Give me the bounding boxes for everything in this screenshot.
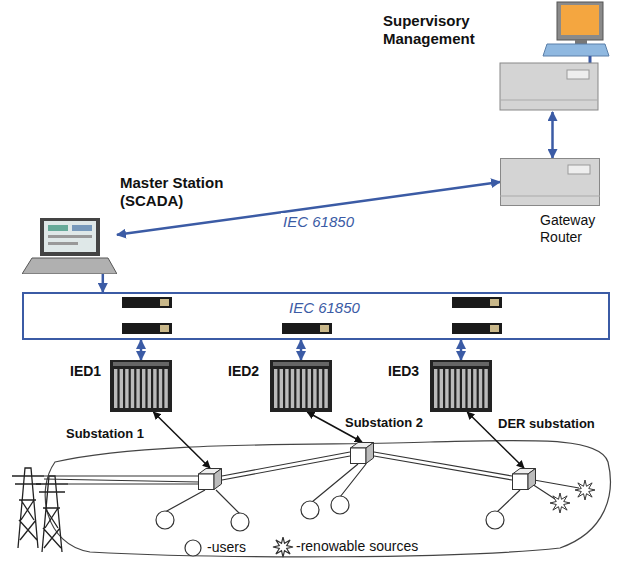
connector — [551, 112, 554, 158]
ied-rack: IED1 — [110, 360, 172, 412]
node-label: DER substation — [498, 415, 595, 433]
icon — [430, 360, 492, 412]
icon — [512, 468, 536, 490]
icon — [22, 218, 117, 274]
node-label: Gateway Router — [540, 212, 602, 246]
connector — [102, 274, 105, 292]
node-label: Master Station (SCADA) — [120, 174, 250, 210]
icon — [350, 442, 374, 464]
connector — [460, 340, 463, 360]
ied-rack: IED2 — [270, 360, 332, 412]
grid-region — [45, 441, 610, 557]
user-circles — [156, 496, 504, 531]
substation-cube: DER substation — [512, 468, 536, 490]
substation-cube: Substation 1 — [198, 468, 222, 490]
edge-label: IEC 61850 — [281, 213, 356, 231]
node-label: IEC 61850 — [289, 299, 360, 317]
substation-cube: Substation 2 — [350, 442, 374, 464]
legend-text: -users — [207, 539, 246, 555]
connector — [300, 340, 303, 360]
node-label: IED3 — [388, 362, 419, 380]
icon — [495, 0, 610, 112]
icon — [500, 158, 600, 206]
node-label: Supervisory Management — [383, 12, 491, 48]
scada-station: Master Station (SCADA) — [22, 218, 117, 274]
gateway-router: Gateway Router — [500, 158, 600, 206]
node-label: IED1 — [70, 362, 101, 380]
power-pylons — [12, 468, 68, 552]
renewable-stars — [550, 480, 595, 513]
ied-rack: IED3 — [430, 360, 492, 412]
connector — [153, 412, 210, 468]
icon — [110, 360, 172, 412]
node-label: IED2 — [228, 362, 259, 380]
node-label: Substation 2 — [345, 414, 423, 432]
computer-node: Supervisory Management — [495, 0, 610, 112]
icon — [198, 468, 222, 490]
legend-sample — [272, 537, 294, 559]
legend-sample — [183, 538, 205, 560]
node-label: Substation 1 — [66, 425, 144, 443]
network-bus: IEC 61850 — [22, 292, 610, 340]
connector — [140, 340, 143, 360]
network-switches — [122, 297, 502, 334]
icon — [270, 360, 332, 412]
legend-text: -renowable sources — [296, 538, 418, 554]
